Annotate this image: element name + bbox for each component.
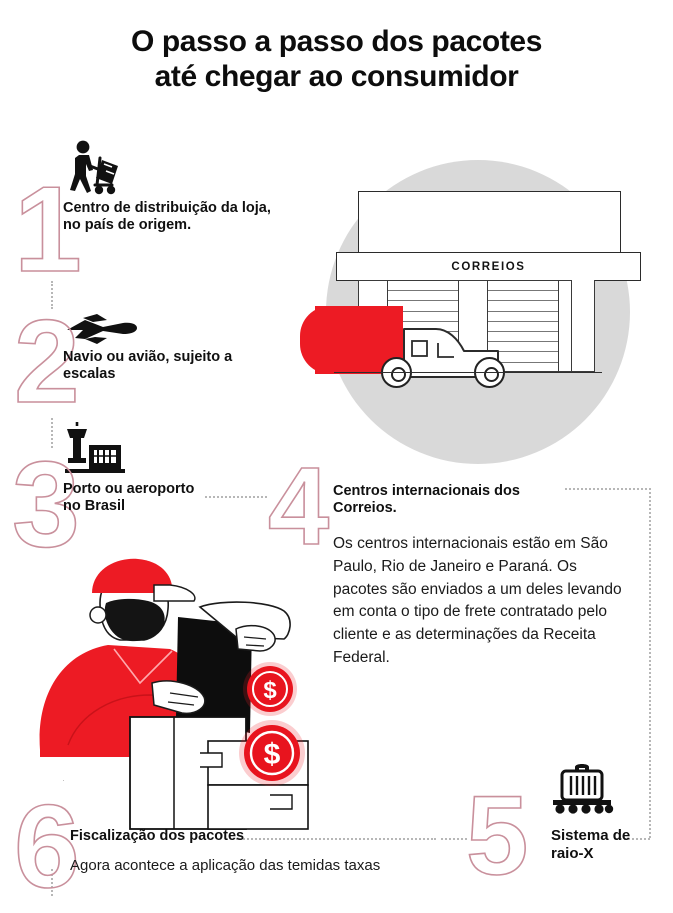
scene-ground-line <box>334 372 602 373</box>
building-signboard: CORREIOS <box>336 252 641 281</box>
building-upper-block <box>358 191 621 254</box>
cap-brim <box>154 585 195 601</box>
step-number-4: 4 <box>268 452 329 562</box>
step-6-heading: Fiscalização dos pacotes <box>70 828 330 845</box>
step-3-heading: Porto ou aeroporto no Brasil <box>63 481 203 515</box>
money-badge-upper: $ <box>243 662 297 716</box>
money-badge-lower: $ <box>239 720 305 786</box>
correios-sign-text: CORREIOS <box>451 261 525 273</box>
connector-step4-right <box>565 488 651 490</box>
connector-right-rail <box>649 488 651 838</box>
title-line-1: O passo a passo dos pacotes <box>0 24 673 59</box>
title-line-2: até chegar ao consumidor <box>0 59 673 94</box>
connector-step5-left <box>441 838 467 840</box>
connector-step3-step4 <box>205 496 267 498</box>
step-2-heading: Navio ou avião, sujeito a escalas <box>63 349 263 383</box>
step-1-heading: Centro de distribuição da loja, no país … <box>63 200 278 234</box>
package-box-low <box>208 785 308 829</box>
step-4-heading: Centros internacionais dos Correios. <box>333 483 563 517</box>
svg-text:$: $ <box>264 738 281 771</box>
step-number-6: 6 <box>14 788 80 906</box>
step-5-heading: Sistema de raio-X <box>551 827 661 863</box>
building-side-wall <box>571 280 595 372</box>
correios-building-illustration: CORREIOS <box>316 146 646 476</box>
svg-text:$: $ <box>263 677 277 704</box>
step-6-body: Agora acontece a aplicação das temidas t… <box>70 855 500 877</box>
xray-scanner-icon <box>549 762 615 816</box>
step-4-body: Os centros internacionais estão em São P… <box>333 533 633 670</box>
page-title: O passo a passo dos pacotes até chegar a… <box>0 24 673 94</box>
